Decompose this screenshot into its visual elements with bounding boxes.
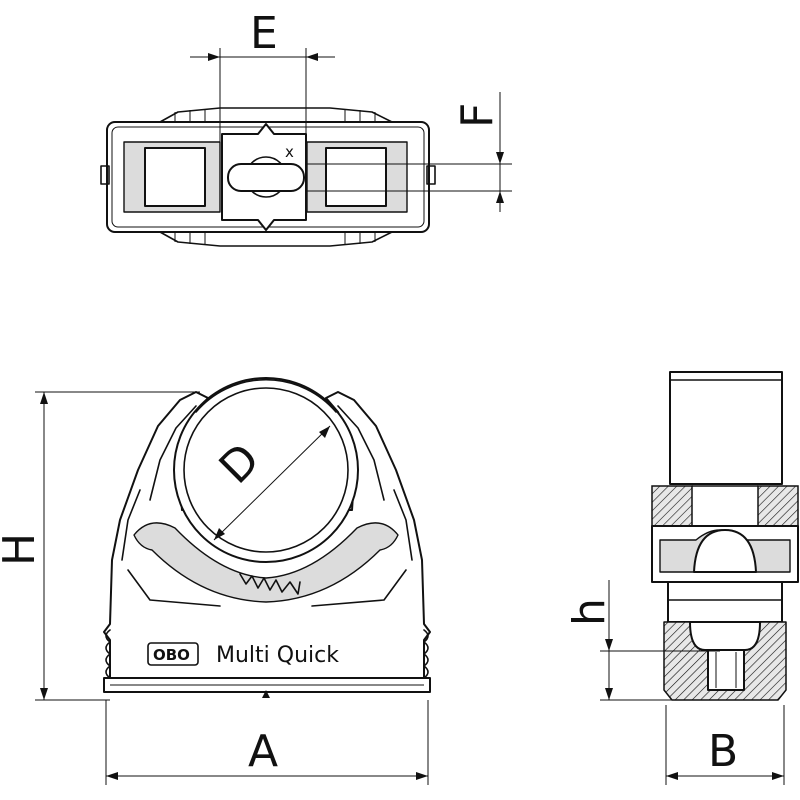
label-A: A [248,726,278,777]
top-view-lower-flange [159,231,393,247]
top-view-ribs [174,109,376,245]
dimension-F: F [306,92,512,212]
side-view-top-block [669,371,783,485]
side-view-lower-body [667,581,783,623]
label-H: H [0,533,45,566]
side-view: h B [564,371,799,785]
dimension-h: h [564,580,720,701]
side-view-saddle [693,529,757,573]
front-view: OBO Multi Quick D H A [0,377,431,785]
obo-logo-frame [147,642,199,666]
side-view-right-section [757,485,799,527]
side-view-screw-slot [707,649,745,691]
side-view-left-section [651,485,693,527]
top-view-right-nub [426,165,436,185]
product-name: Multi Quick [216,643,339,668]
top-view: x E F [100,8,512,247]
front-view-pipe-inner [183,387,349,553]
top-view-oval-slot [227,163,305,192]
x-mark: x [285,143,294,161]
label-E: E [250,8,278,59]
top-view-right-window [325,147,387,207]
label-B: B [708,726,738,777]
front-view-pipe-outer [173,377,359,563]
label-h: h [564,598,615,626]
front-view-clamp-band [133,522,399,603]
dimension-H: H [0,391,200,701]
dimension-A: A [105,700,429,785]
dimension-B: B [665,705,785,785]
label-F: F [452,103,503,128]
front-view-side-notches [105,629,429,679]
top-view-left-nub [100,165,110,185]
obo-logo: OBO [153,646,190,664]
front-view-ratchet [239,573,301,595]
top-view-left-window [144,147,206,207]
dimension-E: E [190,8,335,145]
top-view-upper-flange [159,107,393,123]
